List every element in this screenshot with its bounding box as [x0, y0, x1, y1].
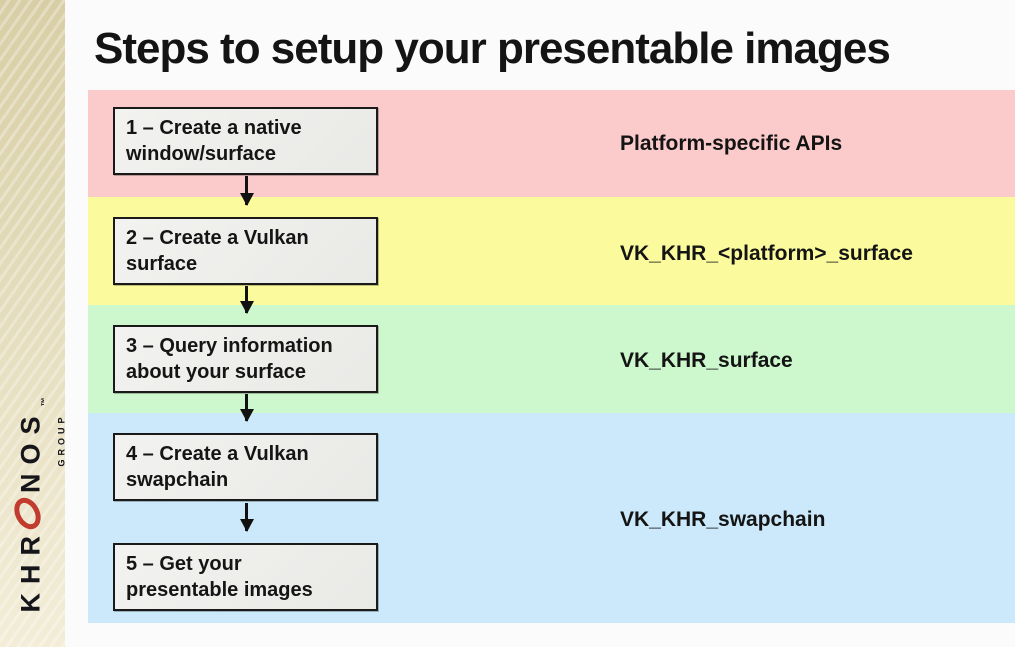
step-line: 2 – Create a Vulkan — [126, 227, 309, 249]
step-line: swapchain — [126, 469, 229, 491]
down-arrow-icon — [245, 176, 248, 205]
logo-wordmark: KHR NOS GROUP — [13, 407, 67, 613]
logo-trademark: ™ — [39, 397, 50, 407]
down-arrow-icon — [245, 503, 248, 531]
flow-step-3: 3 – Query information about your surface — [113, 325, 378, 393]
step-line: window/surface — [126, 143, 277, 165]
annotation-khr-swapchain: VK_KHR_swapchain — [620, 508, 826, 531]
page-title: Steps to setup your presentable images — [94, 24, 891, 73]
down-arrow-icon — [245, 286, 248, 313]
logo-text-khr: KHR — [15, 527, 46, 613]
step-line: 1 – Create a native — [126, 117, 302, 139]
step-line: 3 – Query information — [126, 335, 333, 357]
annotation-khr-surface: VK_KHR_surface — [620, 349, 793, 372]
step-line: presentable images — [126, 579, 313, 601]
down-arrow-icon — [245, 394, 248, 421]
khronos-swoosh-o-icon — [13, 497, 50, 531]
flow-step-4: 4 – Create a Vulkan swapchain — [113, 433, 378, 501]
logo-group-label: GROUP — [56, 413, 67, 467]
flow-step-2: 2 – Create a Vulkan surface — [113, 217, 378, 285]
brand-sidebar — [0, 0, 65, 647]
step-line: surface — [126, 253, 198, 275]
step-line: about your surface — [126, 361, 307, 383]
annotation-platform-surface: VK_KHR_<platform>_surface — [620, 242, 913, 265]
annotation-platform-apis: Platform-specific APIs — [620, 132, 843, 155]
flow-step-5: 5 – Get your presentable images — [113, 543, 378, 611]
logo-text-nos: NOS — [15, 407, 46, 494]
step-line: 4 – Create a Vulkan — [126, 443, 309, 465]
khronos-logo: KHR NOS GROUP ™ — [13, 397, 67, 613]
step-line: 5 – Get your — [126, 553, 242, 575]
flow-step-1: 1 – Create a native window/surface — [113, 107, 378, 175]
